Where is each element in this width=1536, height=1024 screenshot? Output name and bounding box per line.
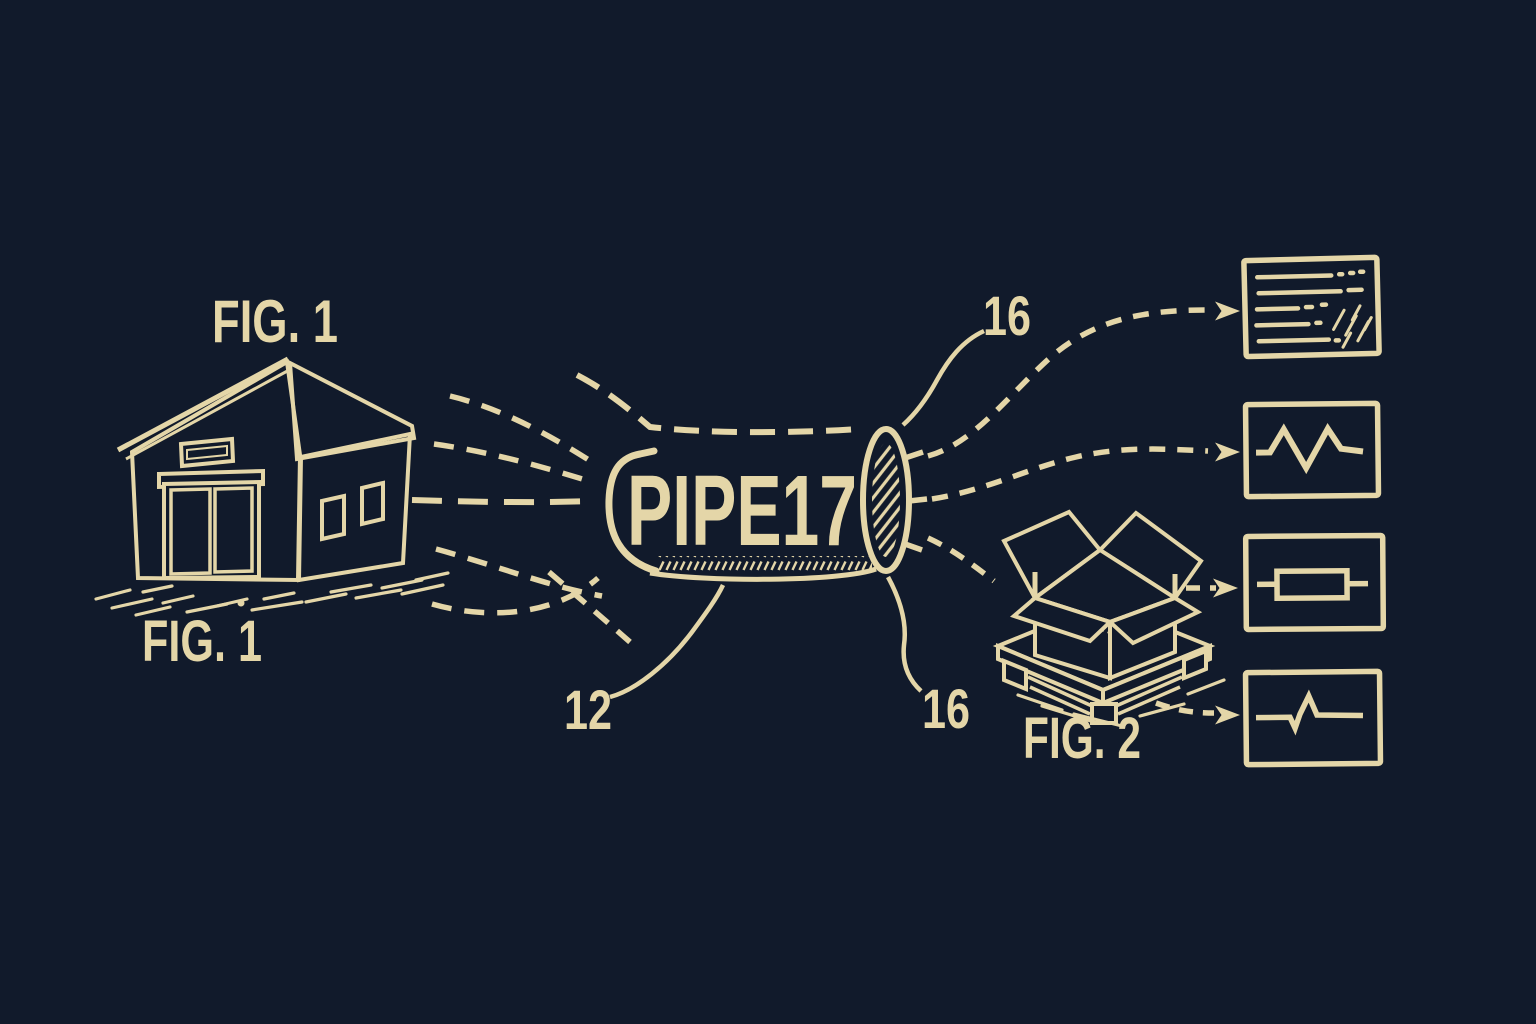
panel-frame: [1242, 532, 1387, 633]
warehouse-door-left: [169, 487, 212, 576]
panel-frame: [1241, 254, 1382, 360]
output-flow-lines: [926, 307, 1216, 716]
warehouse-door-right: [213, 486, 254, 574]
input-line-top: [575, 372, 859, 436]
pallet-block: [1002, 658, 1028, 692]
ground-hatching: [94, 571, 450, 617]
pallet: [992, 600, 1216, 725]
warehouse-roof: [287, 359, 417, 462]
output-panel-waveform: [1242, 400, 1382, 500]
figure-1-title-top: FIG. 1: [212, 288, 338, 355]
panel-frame: [1242, 668, 1384, 768]
warehouse-sign: [178, 436, 236, 469]
pipe-label: PIPE17: [627, 455, 857, 567]
figure-1-title-bottom: FIG. 1: [142, 609, 262, 674]
pallet-block: [1182, 648, 1208, 681]
leader-line-16-bottom: [886, 575, 923, 693]
pipe-icon: PIPE17: [605, 426, 928, 582]
arrow-icon: [1215, 705, 1240, 725]
figure-2-title: FIG. 2: [1023, 706, 1141, 771]
output-panel-resistor: [1242, 532, 1387, 633]
reference-label-16-bottom: 16: [922, 677, 970, 740]
pipe-bottom-edge: [649, 566, 877, 582]
document-lines-icon: [1254, 269, 1366, 344]
warehouse-window-left: [320, 493, 346, 542]
leader-line-16-top: [901, 328, 985, 427]
output-panel-document: [1241, 254, 1382, 360]
reference-label-12: 12: [564, 678, 612, 741]
leader-line-12: [609, 584, 726, 700]
pallet-stringers: [1027, 675, 1183, 716]
arrow-icon: [1215, 301, 1240, 321]
pulse-waveform-icon: [1255, 689, 1364, 736]
open-box-on-pallet-icon: [992, 509, 1226, 728]
box-flap-front-right: [1106, 595, 1203, 646]
output-line-5: [1155, 700, 1215, 716]
output-panel-pulse: [1242, 668, 1384, 768]
output-line-2: [931, 446, 1209, 502]
warehouse-side-wall: [296, 431, 413, 583]
pipe-output-stubs: [904, 449, 928, 553]
panel-frame: [1242, 400, 1382, 500]
reference-dot: [237, 599, 245, 607]
zigzag-waveform-icon: [1255, 423, 1364, 475]
output-line-3: [926, 535, 996, 584]
pipe-end-cap-hatch: [872, 443, 900, 557]
arrow-icon: [1215, 442, 1240, 462]
resistor-icon: [1256, 568, 1369, 602]
warehouse-roof-edge: [116, 356, 290, 453]
arrow-icon: [1213, 578, 1238, 598]
warehouse-icon: [94, 356, 450, 617]
warehouse-window-right: [360, 480, 385, 527]
box-ground-hatching: [1016, 678, 1226, 728]
pipe-bottom-ticks: [658, 556, 872, 571]
input-flow-lines: [411, 372, 859, 645]
box-flap-front-left: [1010, 595, 1114, 644]
reference-label-16-top: 16: [983, 284, 1031, 347]
pipe-mouth-bracket: [605, 447, 660, 575]
